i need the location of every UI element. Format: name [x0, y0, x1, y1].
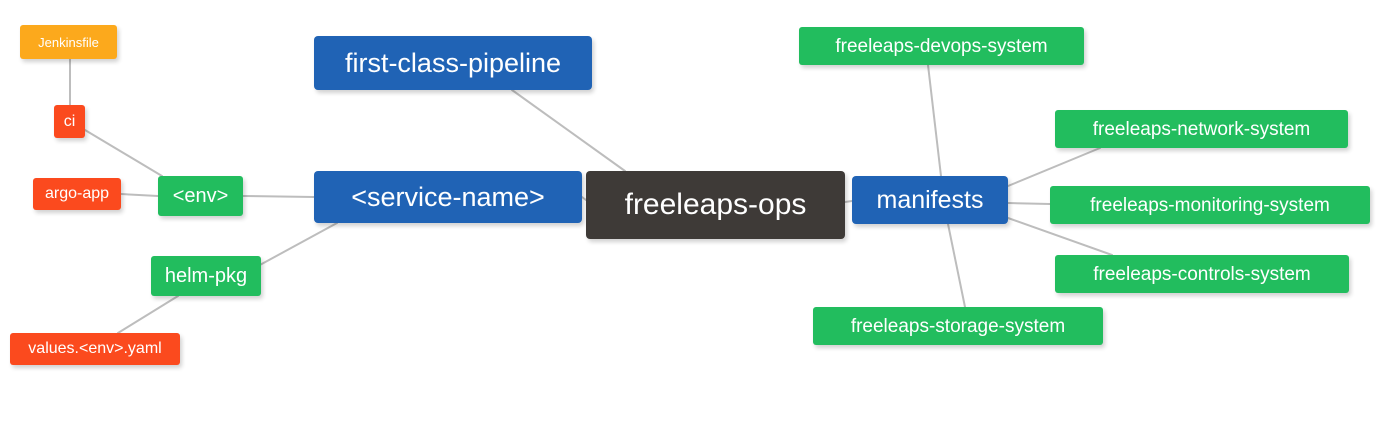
- node-service-name[interactable]: <service-name>: [314, 171, 582, 223]
- node-helm-pkg[interactable]: helm-pkg: [151, 256, 261, 296]
- edge-ci-to-env: [84, 129, 163, 177]
- edge-manifests-to-network-sys: [1007, 147, 1101, 187]
- node-monitoring-sys[interactable]: freeleaps-monitoring-system: [1050, 186, 1370, 224]
- node-devops-sys[interactable]: freeleaps-devops-system: [799, 27, 1084, 65]
- edge-manifests-to-monitoring-sys: [1007, 202, 1051, 205]
- node-values-yaml[interactable]: values.<env>.yaml: [10, 333, 180, 365]
- node-label-network-sys: freeleaps-network-system: [1092, 118, 1311, 140]
- node-label-controls-sys: freeleaps-controls-system: [1093, 263, 1311, 285]
- node-storage-sys[interactable]: freeleaps-storage-system: [813, 307, 1103, 345]
- node-freeleaps-ops[interactable]: freeleaps-ops: [586, 171, 845, 239]
- node-label-service-name: <service-name>: [351, 181, 545, 212]
- node-jenkinsfile[interactable]: Jenkinsfile: [20, 25, 117, 59]
- node-argo-app[interactable]: argo-app: [33, 178, 121, 210]
- node-controls-sys[interactable]: freeleaps-controls-system: [1055, 255, 1349, 293]
- node-label-helm-pkg: helm-pkg: [164, 265, 248, 287]
- node-label-devops-sys: freeleaps-devops-system: [835, 35, 1048, 57]
- node-label-jenkinsfile: Jenkinsfile: [38, 34, 99, 50]
- node-label-freeleaps-ops: freeleaps-ops: [624, 188, 807, 221]
- node-label-storage-sys: freeleaps-storage-system: [850, 315, 1066, 337]
- node-label-manifests: manifests: [876, 185, 984, 214]
- node-env[interactable]: <env>: [158, 176, 243, 216]
- node-label-env: <env>: [172, 185, 229, 207]
- edge-env-to-service-name: [242, 195, 315, 198]
- node-label-monitoring-sys: freeleaps-monitoring-system: [1090, 194, 1330, 216]
- node-label-ci: ci: [63, 112, 76, 130]
- edge-manifests-to-storage-sys: [947, 223, 966, 308]
- edge-freeleaps-ops-to-manifests: [844, 200, 853, 203]
- node-first-class[interactable]: first-class-pipeline: [314, 36, 592, 90]
- node-label-argo-app: argo-app: [44, 185, 110, 202]
- edge-argo-app-to-env: [120, 193, 159, 197]
- node-ci[interactable]: ci: [54, 105, 85, 138]
- node-manifests[interactable]: manifests: [852, 176, 1008, 224]
- node-label-first-class: first-class-pipeline: [344, 47, 562, 78]
- edge-manifests-to-devops-sys: [927, 64, 942, 177]
- edge-helm-pkg-to-values-yaml: [117, 295, 179, 334]
- node-label-values-yaml: values.<env>.yaml: [28, 340, 162, 357]
- edge-service-name-to-helm-pkg: [257, 222, 338, 267]
- node-network-sys[interactable]: freeleaps-network-system: [1055, 110, 1348, 148]
- edge-first-class-to-freeleaps-ops: [511, 89, 626, 172]
